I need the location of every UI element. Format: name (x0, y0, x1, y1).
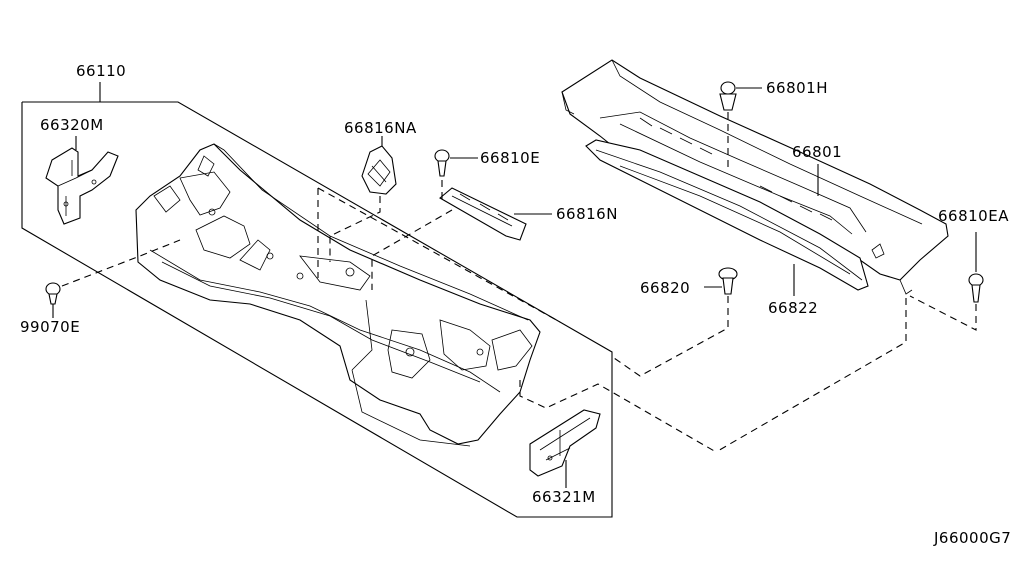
label-66321m: 66321M (532, 488, 596, 506)
label-66801: 66801 (792, 143, 843, 161)
dash-frame-mid (317, 187, 561, 323)
clip-66810e-shape (434, 149, 450, 177)
diagram-code: J66000G7 (934, 529, 1012, 547)
clip-99070e-shape (45, 282, 61, 305)
label-66822: 66822 (768, 299, 819, 317)
dash-panel-66110-shape (135, 143, 541, 447)
label-66816na: 66816NA (344, 119, 417, 137)
assembly-frame (21, 101, 613, 518)
seal-66816na-shape (361, 145, 397, 195)
dash-66816na (329, 196, 381, 262)
label-66320m: 66320M (40, 116, 104, 134)
dash-66816n (371, 209, 453, 290)
label-99070e: 99070E (20, 318, 81, 336)
label-66801h: 66801H (766, 79, 828, 97)
cowl-top-66801-shape (561, 59, 949, 295)
label-66820: 66820 (640, 279, 691, 297)
label-66816n: 66816N (556, 205, 618, 223)
label-66810e: 66810E (480, 149, 541, 167)
bracket-66321m-shape (529, 409, 601, 477)
bracket-66320m-shape (45, 147, 119, 225)
label-66110: 66110 (76, 62, 127, 80)
clip-66801h-shape (719, 81, 737, 111)
dash-66810ea (909, 295, 977, 331)
dash-66810ea-to-frame (715, 298, 907, 453)
dash-66820 (613, 296, 729, 377)
dash-66321m (519, 380, 717, 453)
seal-66822-shape (585, 139, 869, 291)
dash-99070e (61, 239, 181, 287)
strip-66816n-shape (439, 187, 527, 241)
clip-66820-shape (718, 267, 738, 295)
label-66810ea: 66810EA (938, 207, 1009, 225)
clip-66810ea-shape (968, 273, 984, 303)
